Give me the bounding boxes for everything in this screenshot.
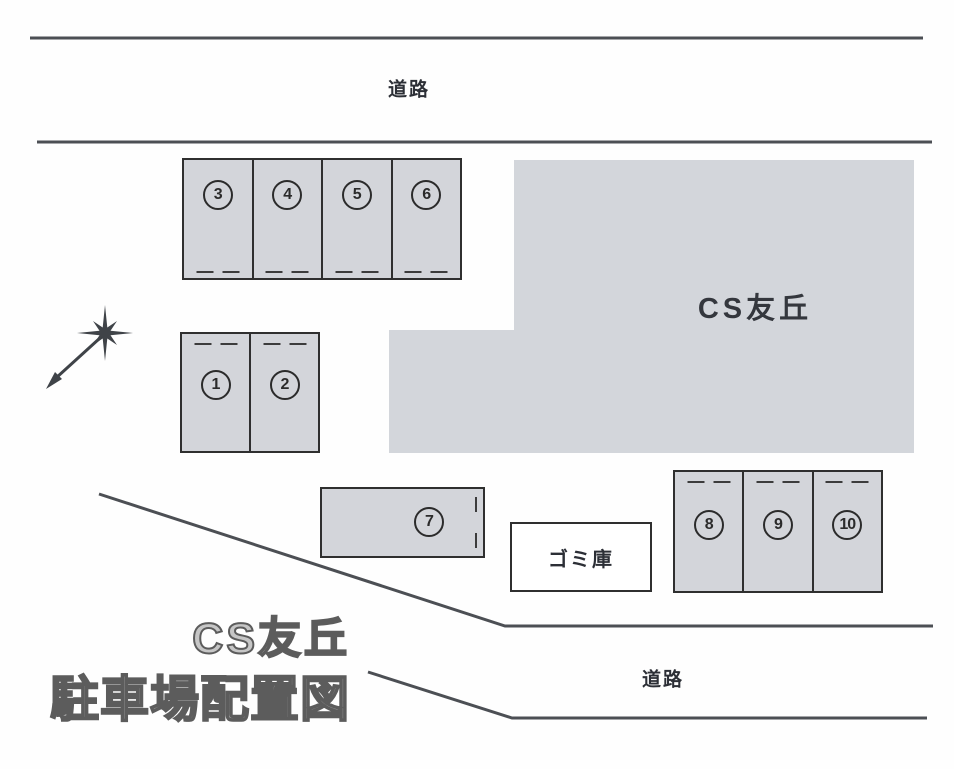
space-number-1: 1	[200, 370, 231, 400]
trash-shed: ゴミ庫	[510, 522, 652, 592]
wheel-stop-marks	[263, 343, 306, 345]
parking-space-8: 8	[675, 472, 742, 591]
wheel-stop-marks	[756, 481, 800, 483]
building-label: CS友丘	[697, 293, 813, 325]
space-number-2: 2	[269, 370, 300, 400]
parking-space-7: 7	[320, 487, 485, 558]
wheel-stop-marks	[335, 271, 379, 273]
parking-row-8-10: 8 9 10	[673, 470, 883, 593]
building-footprint	[389, 160, 914, 453]
space-number-9: 9	[762, 510, 793, 540]
wheel-stop-marks	[404, 271, 448, 273]
parking-row-1-2: 1 2	[180, 332, 320, 453]
wheel-stop-marks	[687, 481, 731, 483]
parking-space-10: 10	[811, 472, 881, 591]
wheel-stop-marks	[825, 481, 869, 483]
diagram-title-line1: CS友丘	[191, 615, 350, 663]
wheel-stop-marks	[196, 271, 240, 273]
diagram-title: CS友丘 駐車場配置図	[36, 615, 350, 727]
road-label-top: 道路	[387, 79, 431, 101]
north-arrow-icon	[46, 305, 133, 389]
parking-space-9: 9	[742, 472, 811, 591]
space-number-3: 3	[202, 180, 233, 210]
parking-space-5: 5	[321, 160, 391, 278]
diagram-title-line2: 駐車場配置図	[49, 673, 350, 727]
parking-space-2: 2	[249, 334, 318, 451]
space-number-10: 10	[832, 510, 863, 540]
space-number-5: 5	[341, 180, 372, 210]
road-bottom-lower-edge	[367, 670, 927, 720]
space-number-8: 8	[693, 510, 724, 540]
road-label-bottom: 道路	[641, 669, 685, 691]
parking-space-6: 6	[390, 160, 461, 278]
road-bottom-upper-edge	[98, 492, 933, 628]
parking-row-3-6: 3 4 5 6	[182, 158, 462, 280]
wheel-stop-marks	[475, 497, 477, 548]
space-number-4: 4	[272, 180, 303, 210]
space-number-6: 6	[411, 180, 442, 210]
wheel-stop-marks	[265, 271, 309, 273]
parking-space-1: 1	[182, 334, 249, 451]
parking-space-3: 3	[184, 160, 252, 278]
parking-space-4: 4	[251, 160, 322, 278]
wheel-stop-marks	[194, 343, 237, 345]
space-number-7: 7	[414, 507, 444, 537]
